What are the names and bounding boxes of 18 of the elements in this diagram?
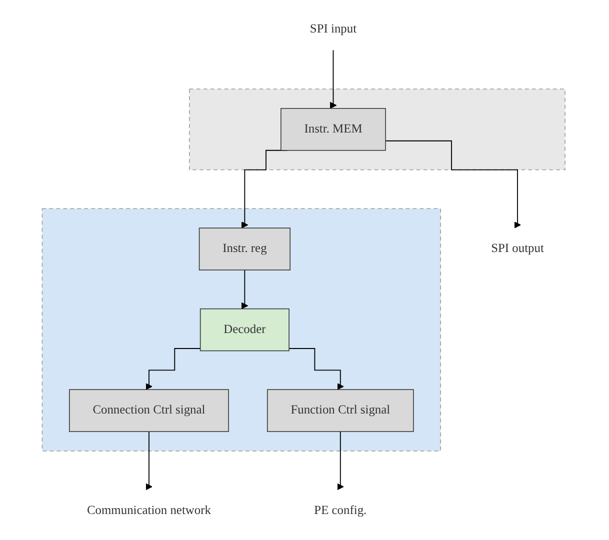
node-box: Instr. MEM: [280, 108, 386, 151]
node-text: SPI input: [310, 22, 356, 36]
node-box: Instr. reg: [198, 228, 290, 270]
arrow: [384, 140, 521, 228]
cluster: [188, 88, 566, 170]
node-text: SPI output: [490, 242, 544, 256]
arrow: [330, 50, 336, 109]
arrow: [145, 431, 152, 490]
arrow: [241, 270, 248, 310]
arrow: [145, 348, 201, 390]
node-box: Decoder: [200, 308, 290, 352]
node-box: Function Ctrl signal: [266, 389, 414, 432]
cluster: [42, 208, 441, 452]
node-box: Connection Ctrl signal: [68, 389, 229, 432]
node-text: Communication network: [86, 504, 211, 518]
arrow: [336, 431, 344, 490]
node-text: PE config.: [314, 504, 366, 518]
arrow: [288, 348, 344, 390]
